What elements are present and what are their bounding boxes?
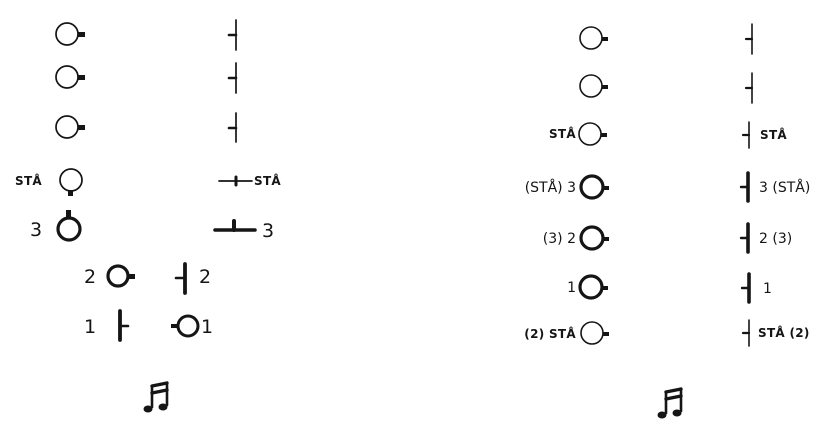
double-eighth-note-icon xyxy=(143,381,169,413)
left-tick-4 xyxy=(218,175,253,187)
left-tick-3 xyxy=(227,112,238,143)
right-tick-label-3-sta: 3 (STÅ) xyxy=(759,179,810,196)
right-tick-1 xyxy=(744,23,754,55)
left-tick-label-1: 1 xyxy=(84,316,96,338)
left-tick-7 xyxy=(118,309,130,342)
left-circle-5 xyxy=(56,210,82,242)
right-circle-label-sta-3: (STÅ) 3 xyxy=(525,179,576,196)
double-eighth-note-icon xyxy=(657,387,683,419)
left-tick-6 xyxy=(174,262,187,295)
right-tick-4 xyxy=(739,171,750,203)
left-circle-label-3: 3 xyxy=(30,219,42,241)
left-circle-label-2: 2 xyxy=(84,266,96,288)
left-tick-2 xyxy=(227,62,238,94)
right-circle-label-2-sta: (2) STÅ xyxy=(524,326,576,341)
left-circle-6 xyxy=(106,264,135,288)
left-tick-5 xyxy=(213,219,257,232)
left-circle-label-1: 1 xyxy=(201,316,213,338)
right-tick-6 xyxy=(740,272,751,304)
right-circle-label-sta: STÅ xyxy=(549,126,576,141)
right-tick-label-sta-2: STÅ (2) xyxy=(758,325,810,340)
left-tick-1 xyxy=(227,19,238,51)
right-circle-5 xyxy=(579,225,609,251)
left-circle-3 xyxy=(55,115,85,139)
right-tick-2 xyxy=(744,72,754,104)
right-panel xyxy=(578,23,754,419)
left-circle-7 xyxy=(171,314,200,338)
right-tick-7 xyxy=(741,319,751,347)
left-circle-label-sta: STÅ xyxy=(15,173,42,188)
left-circle-4 xyxy=(59,168,83,196)
right-tick-label-2-3: 2 (3) xyxy=(759,231,792,247)
right-circle-4 xyxy=(579,174,609,200)
left-tick-label-3: 3 xyxy=(262,220,274,242)
right-tick-label-1: 1 xyxy=(763,281,772,297)
left-tick-label-2: 2 xyxy=(199,266,211,288)
right-tick-5 xyxy=(739,222,750,254)
left-circle-2 xyxy=(55,65,85,89)
left-tick-label-sta: STÅ xyxy=(254,173,281,188)
right-circle-3 xyxy=(578,122,607,146)
right-circle-label-3-2: (3) 2 xyxy=(543,231,576,247)
right-circle-6 xyxy=(578,274,608,300)
right-circle-label-1: 1 xyxy=(567,280,576,296)
left-circle-1 xyxy=(55,22,85,46)
left-panel xyxy=(55,19,257,413)
right-circle-7 xyxy=(580,321,609,345)
right-tick-label-sta: STÅ xyxy=(760,127,787,142)
right-circle-1 xyxy=(579,26,608,50)
right-circle-2 xyxy=(579,74,608,98)
right-tick-3 xyxy=(741,121,751,149)
